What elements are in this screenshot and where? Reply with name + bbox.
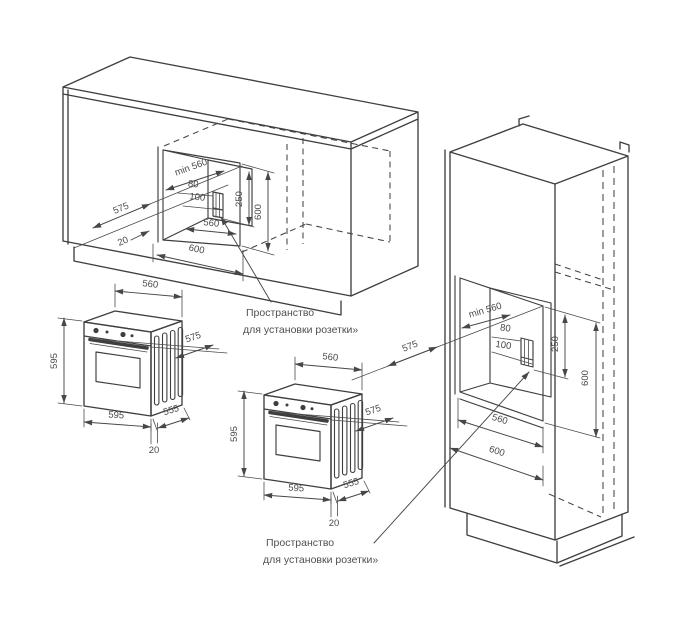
tall-niche [454,275,552,429]
tall-socket-leader [373,371,530,544]
oven-left-shape [58,284,227,444]
oven1-dim-height: 595 [49,353,60,369]
uc-dim-panel-gap: 20 [116,235,130,249]
oven1-dim-body-width: 560 [142,278,159,291]
undercounter-cabinet-outline [62,56,419,316]
tall-dimensions: min 560 80 100 250 600 560 600 575 [351,301,601,487]
oven2-dim-install-depth: 575 [364,403,382,418]
uc-dim-niche-width: 560 [203,217,220,230]
uc-dim-socket-width: 100 [189,191,206,204]
tc-dim-depth: 575 [401,339,420,355]
tall-socket-space [520,337,534,368]
tc-dim-socket-width: 100 [495,339,512,352]
oven2-dim-body-width: 560 [322,351,339,364]
uc-dim-depth: 575 [112,201,131,217]
socket-note-1-line1: Пространство [246,307,314,319]
tc-dim-niche-height: 600 [580,370,591,386]
oven-center: 560 595 595 555 20 575 [229,351,407,529]
socket-note-1-line2: для установки розетки» [243,324,358,336]
tall-cabinet [444,115,635,567]
tc-dim-socket-side: 80 [499,322,511,334]
socket-note-2-line2: для установки розетки» [263,554,378,566]
socket-note-1: Пространство для установки розетки» [243,307,358,336]
tall-interior-dashed [602,166,615,518]
undercounter-cabinet [62,56,419,316]
tall-interior-dashed-2 [548,263,615,518]
oven2-dim-body-depth: 555 [342,476,360,491]
oven1-dim-install-depth: 575 [184,330,202,345]
socket-note-2-line1: Пространство [266,537,334,549]
oven2-dim-height: 595 [229,426,240,442]
tall-cabinet-outline [444,115,635,567]
uc-dim-min-width: min 560 [173,157,209,179]
undercounter-socket-leader [220,216,272,303]
oven2-dim-front-width: 595 [288,482,305,494]
oven1-dim-front-width: 595 [108,409,125,421]
tc-dim-socket-drop: 250 [550,336,561,352]
tc-dim-section-width: 600 [488,444,506,459]
oven-center-shape [238,357,407,517]
undercounter-dimensions: min 560 80 100 250 600 560 600 575 20 [73,157,275,282]
oven2-dim-door-overhang: 20 [329,518,340,529]
uc-dim-section-width: 600 [188,243,206,257]
undercounter-socket-space [212,191,224,219]
uc-dim-niche-height: 600 [253,204,264,220]
oven-left: 560 595 595 555 20 575 [49,278,227,456]
socket-note-2: Пространство для установки розетки» [263,537,378,566]
undercounter-interior-dashed [163,118,391,253]
tc-dim-niche-width: 560 [491,412,509,427]
tc-dim-min-width: min 560 [468,301,504,321]
uc-dim-socket-side: 80 [187,179,198,191]
oven1-dim-body-depth: 555 [162,403,180,418]
oven1-dim-door-overhang: 20 [149,445,160,456]
uc-dim-socket-drop: 250 [234,191,245,207]
